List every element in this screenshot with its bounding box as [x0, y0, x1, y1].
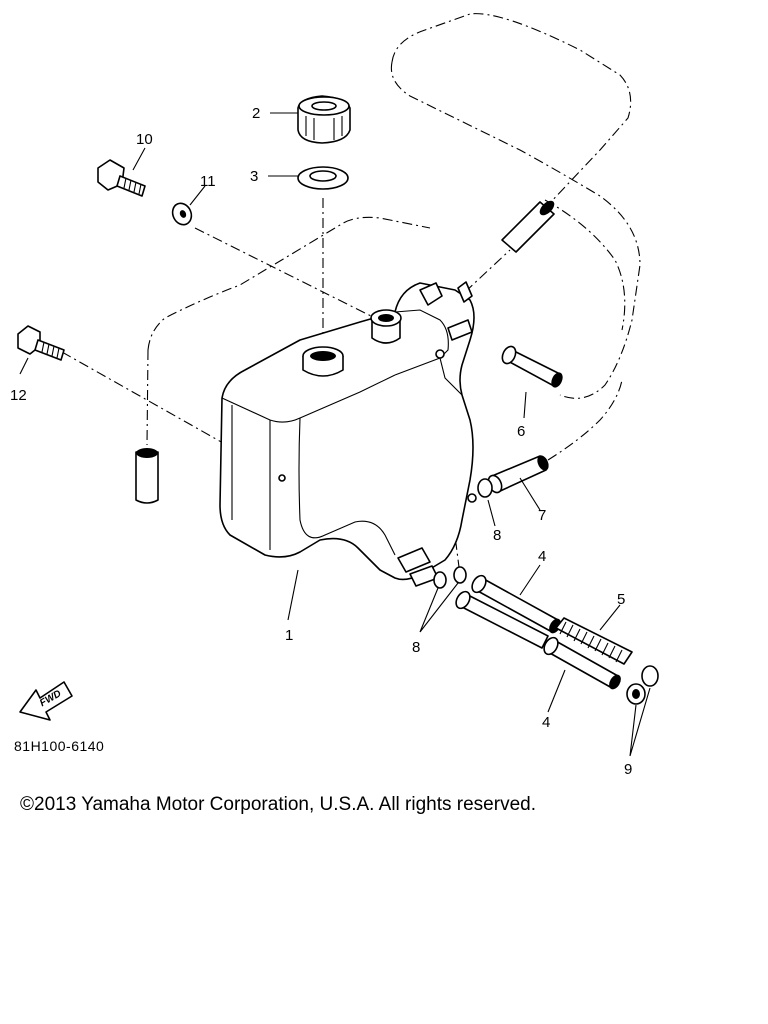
bolt-12 [17, 325, 65, 361]
hose-4-middle [455, 590, 549, 649]
washer-11 [171, 202, 193, 226]
callout-5: 5 [617, 591, 625, 608]
tank-cap [297, 95, 351, 144]
callout-8-lower: 8 [412, 639, 420, 656]
callout-8-upper: 8 [493, 527, 501, 544]
callout-3: 3 [250, 168, 258, 185]
hose-clips-9 [626, 665, 659, 705]
hose-6 [501, 345, 563, 388]
copyright-notice: ©2013 Yamaha Motor Corporation, U.S.A. A… [20, 794, 536, 815]
parts-diagram: FWD 2 3 10 11 12 1 6 7 8 8 4 5 4 9 [10, 13, 659, 778]
bolt-10 [97, 159, 146, 197]
oil-tank [219, 281, 477, 587]
callout-4-upper: 4 [538, 548, 546, 565]
callout-7: 7 [538, 507, 546, 524]
callout-9: 9 [624, 761, 632, 778]
forward-arrow-icon: FWD [19, 681, 73, 721]
breather-hose [501, 200, 555, 253]
seat-outline [146, 13, 641, 461]
callout-6: 6 [517, 423, 525, 440]
spring-guard-5 [555, 617, 633, 665]
hose-4-upper [471, 574, 561, 634]
hose-clips-8 [433, 478, 493, 589]
callout-12: 12 [10, 387, 27, 404]
callout-10: 10 [136, 131, 153, 148]
callout-2: 2 [252, 105, 260, 122]
hose-4-lower [543, 636, 621, 690]
cap-gasket [297, 166, 349, 190]
callout-4-lower: 4 [542, 714, 550, 731]
callout-1: 1 [285, 627, 293, 644]
callout-11: 11 [200, 173, 216, 190]
hose-7 [487, 455, 549, 494]
callout-leaders [19, 112, 651, 757]
callout-labels: 2 3 10 11 12 1 6 7 8 8 4 5 4 9 [10, 105, 632, 778]
hose-left [135, 448, 159, 504]
drawing-code: 81H100-6140 [14, 738, 105, 754]
